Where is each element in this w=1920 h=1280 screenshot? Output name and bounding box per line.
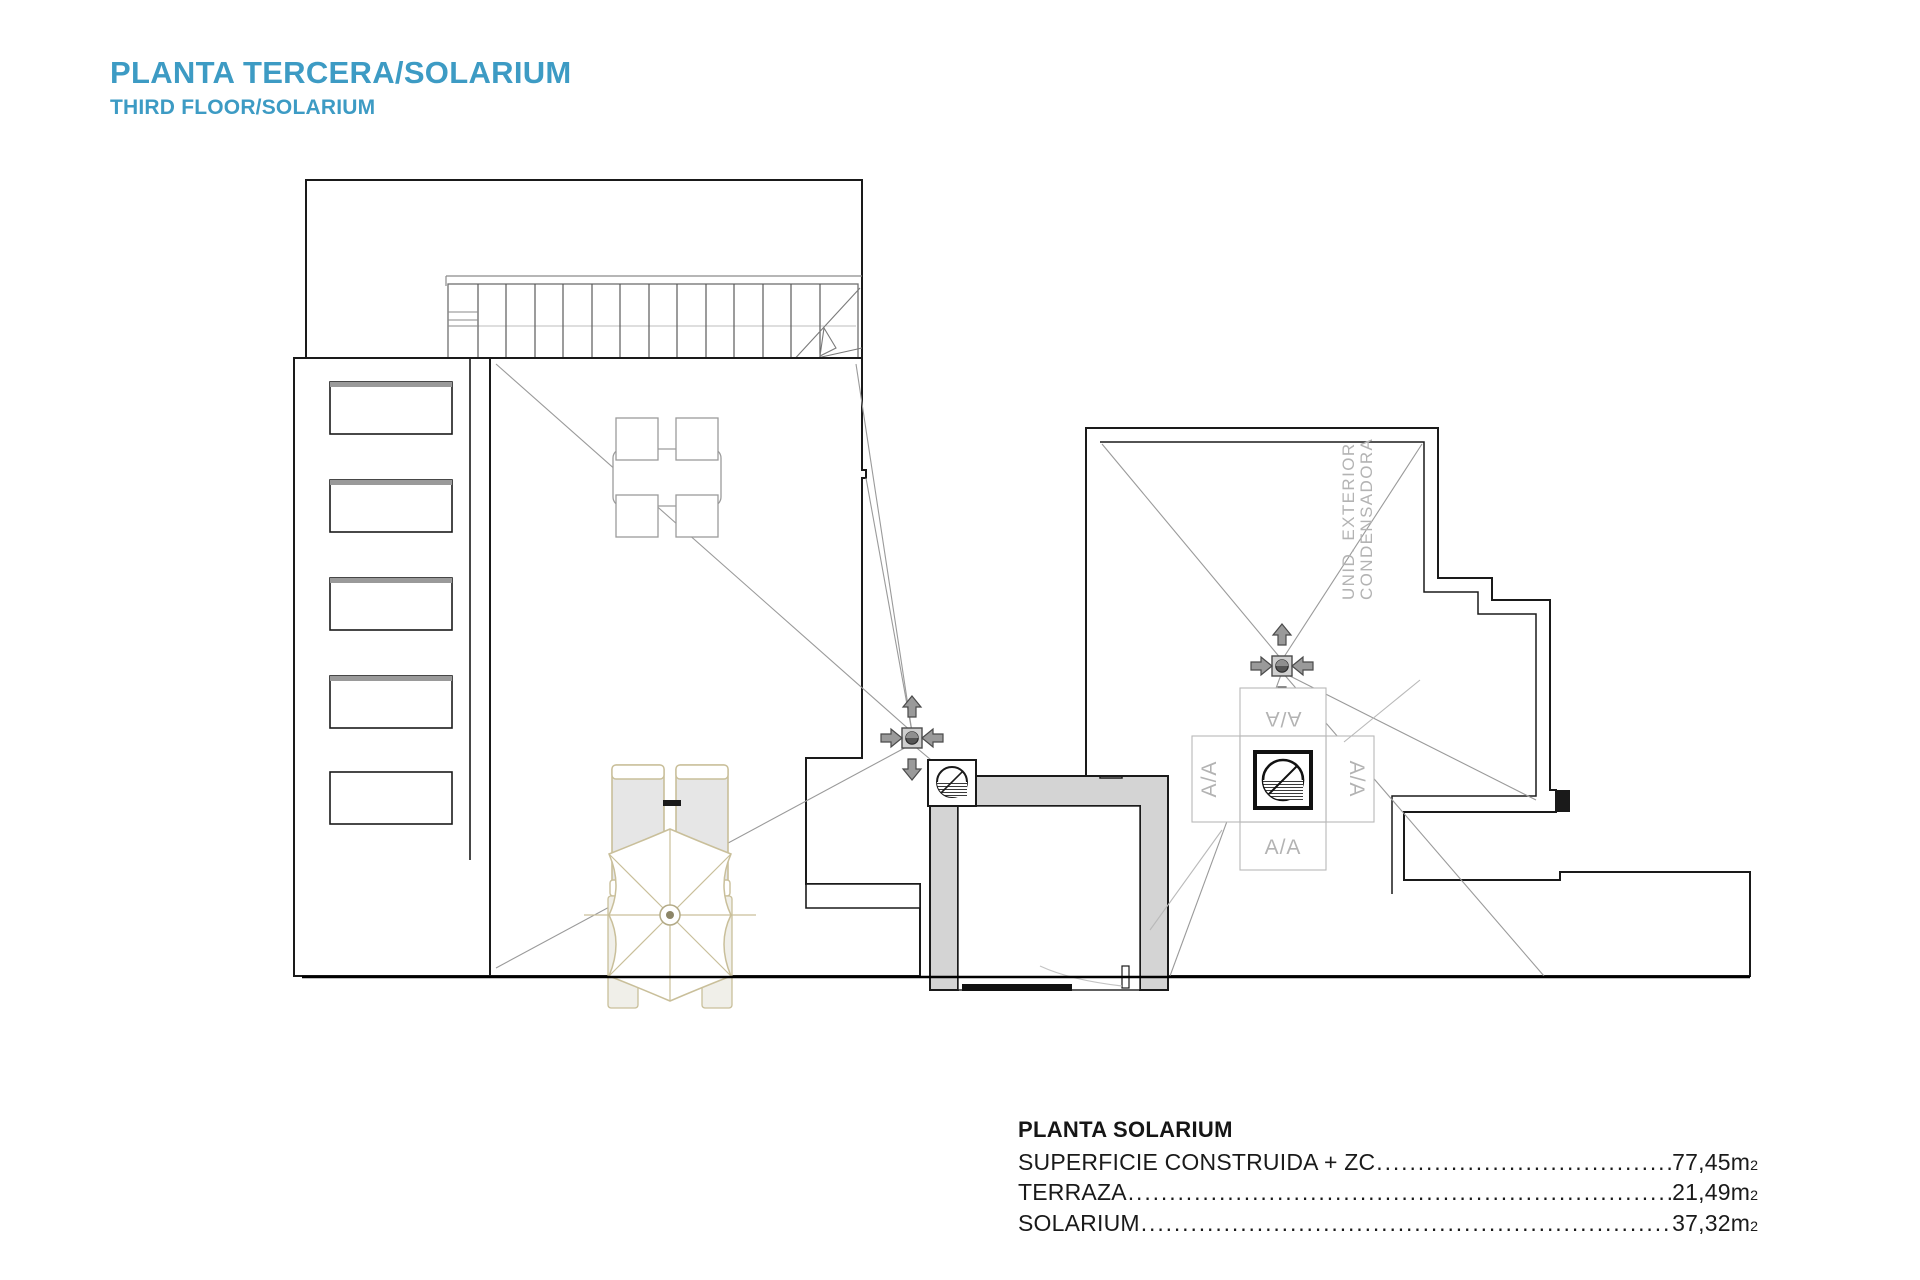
sun-lounger: [607, 764, 667, 1009]
area-row-label: SUPERFICIE CONSTRUIDA + ZC: [1018, 1149, 1376, 1175]
ac-label-bottom: A/A: [1265, 836, 1302, 859]
area-row-solarium: SOLARIUM ...............................…: [1018, 1208, 1758, 1238]
ac-label-left: A/A: [1198, 761, 1221, 798]
area-row-unit: m: [1730, 1209, 1751, 1236]
stairwell-enclosure: [927, 743, 1169, 991]
area-row-label: TERRAZA: [1018, 1179, 1127, 1206]
area-row-superficie: SUPERFICIE CONSTRUIDA + ZC .............…: [1018, 1147, 1758, 1177]
staircase: [445, 275, 863, 365]
planter-boxes: [329, 381, 453, 825]
planter-box: [329, 675, 453, 729]
area-row-label: SOLARIUM: [1018, 1209, 1140, 1236]
area-row-unit: m: [1730, 1149, 1751, 1175]
terrace-step-stub: [805, 883, 921, 909]
leader-dots: ........................................…: [1376, 1149, 1671, 1175]
sun-lounger: [673, 764, 733, 1009]
area-row-unit: m: [1730, 1179, 1751, 1206]
condenser-label-line1: UNID. EXTERIOR: [1339, 442, 1358, 600]
leader-dots: ........................................…: [1140, 1209, 1672, 1236]
condenser-label-line2: CONDENSADORA: [1357, 438, 1376, 600]
title-block: PLANTA TERCERA/SOLARIUM THIRD FLOOR/SOLA…: [110, 56, 810, 120]
area-row-value: 37,32: [1672, 1209, 1731, 1236]
area-schedule: PLANTA SOLARIUM SUPERFICIE CONSTRUIDA + …: [1018, 1117, 1758, 1238]
right-lower-step: [1556, 790, 1570, 812]
ac-label-right: A/A: [1345, 761, 1368, 798]
ac-label-top: A/A: [1265, 707, 1302, 730]
right-terrace-slab: [1085, 427, 1751, 977]
left-terrace-slab: [489, 357, 921, 977]
roof-drain-left: [881, 696, 943, 780]
left-roof-hip-lines: [495, 363, 1185, 973]
planter-box: [329, 771, 453, 825]
area-row-terraza: TERRAZA ................................…: [1018, 1177, 1758, 1207]
area-schedule-heading: PLANTA SOLARIUM: [1018, 1117, 1233, 1142]
planter-box: [329, 577, 453, 631]
sun-loungers: [607, 764, 733, 1009]
dining-set: [612, 417, 722, 538]
right-roof-hip-lines: [1101, 443, 1545, 977]
page-title: PLANTA TERCERA/SOLARIUM: [110, 55, 572, 90]
area-row-value: 21,49: [1672, 1179, 1731, 1206]
parasol: [584, 828, 756, 1002]
condenser-label: UNID. EXTERIOR CONDENSADORA: [1339, 438, 1376, 600]
leader-dots: ........................................…: [1127, 1179, 1671, 1206]
area-row-value: 77,45: [1672, 1149, 1731, 1175]
upper-left-roof-outline: [305, 179, 863, 365]
page-subtitle: THIRD FLOOR/SOLARIUM: [110, 96, 376, 120]
ac-condenser-unit: A/A A/A A/A A/A: [1149, 679, 1421, 931]
planter-box: [329, 381, 453, 435]
planter-box: [329, 479, 453, 533]
left-exterior-wall: [293, 357, 491, 977]
roof-drain-right: [1251, 624, 1313, 708]
